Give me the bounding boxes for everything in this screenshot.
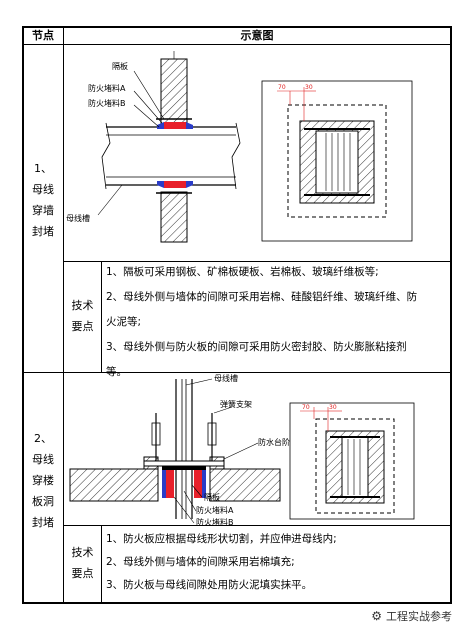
row1-label-partition: 隔板 <box>112 61 128 71</box>
header-node: 节点 <box>32 29 54 42</box>
row1-tech-label: 技术 要点 <box>71 299 94 333</box>
row2-dim-30: 30 <box>329 404 337 411</box>
row1-label-fire-a: 防火堵料A <box>88 83 126 93</box>
row2-floor-section-diagram: 母线槽 弹簧支架 防水台阶 隔板 防火堵料A 防火堵料B 70 30 <box>69 373 415 525</box>
row1-note-3b: 等。 <box>106 366 127 378</box>
row2-label-busbar-slot: 母线槽 <box>214 373 238 383</box>
row1-notes: 1、隔板可采用钢板、矿棉板硬板、岩棉板、玻璃纤维板等; 2、母线外侧与墙体的间隙… <box>106 260 448 385</box>
row1-node-label: 1、 母线 穿墙 封堵 <box>32 162 54 238</box>
row2-label-partition: 隔板 <box>204 492 220 502</box>
row2-label-water-step: 防水台阶 <box>258 437 290 447</box>
row1-wall-section-diagram: 隔板 防火堵料A 防火堵料B 母线槽 70 30 <box>66 51 413 243</box>
row2-node-label: 2、 母线 穿楼 板洞 封堵 <box>32 432 54 529</box>
wechat-icon: ⚙ <box>371 609 382 623</box>
row2-note-3: 3、防火板与母线间隙处用防火泥填实抹平。 <box>106 579 313 591</box>
row2-tech-label: 技术 要点 <box>71 546 94 580</box>
header-diagram: 示意图 <box>240 29 274 42</box>
row1-label-fire-b: 防火堵料B <box>88 98 126 108</box>
row2-label-fire-b: 防火堵料B <box>196 517 234 525</box>
row1-note-1: 1、隔板可采用钢板、矿棉板硬板、岩棉板、玻璃纤维板等; <box>106 266 379 278</box>
row1-dim-70: 70 <box>278 84 286 91</box>
watermark: ⚙ 工程实战参考 <box>371 609 452 623</box>
row1-dim-30: 30 <box>305 84 313 91</box>
row1-note-2b: 火泥等; <box>106 316 142 328</box>
row2-notes: 1、防火板应根据母线形状切割，并应伸进母线内; 2、母线外侧与墙体的间隙采用岩棉… <box>106 528 448 597</box>
row1-label-busbar-slot: 母线槽 <box>66 213 90 223</box>
row2-note-1: 1、防火板应根据母线形状切割，并应伸进母线内; <box>106 533 337 545</box>
row1-note-3: 3、母线外侧与防火板的间隙可采用防火密封胶、防火膨胀粘接剂 <box>106 341 407 353</box>
row1-note-2: 2、母线外侧与墙体的间隙可采用岩棉、硅酸铝纤维、玻璃纤维、防 <box>106 291 418 303</box>
row2-note-2: 2、母线外侧与墙体的间隙采用岩棉填充; <box>106 556 295 568</box>
row2-dim-70: 70 <box>302 404 310 411</box>
row2-label-fire-a: 防火堵料A <box>196 505 234 515</box>
row2-label-spring-bracket: 弹簧支架 <box>220 399 252 409</box>
